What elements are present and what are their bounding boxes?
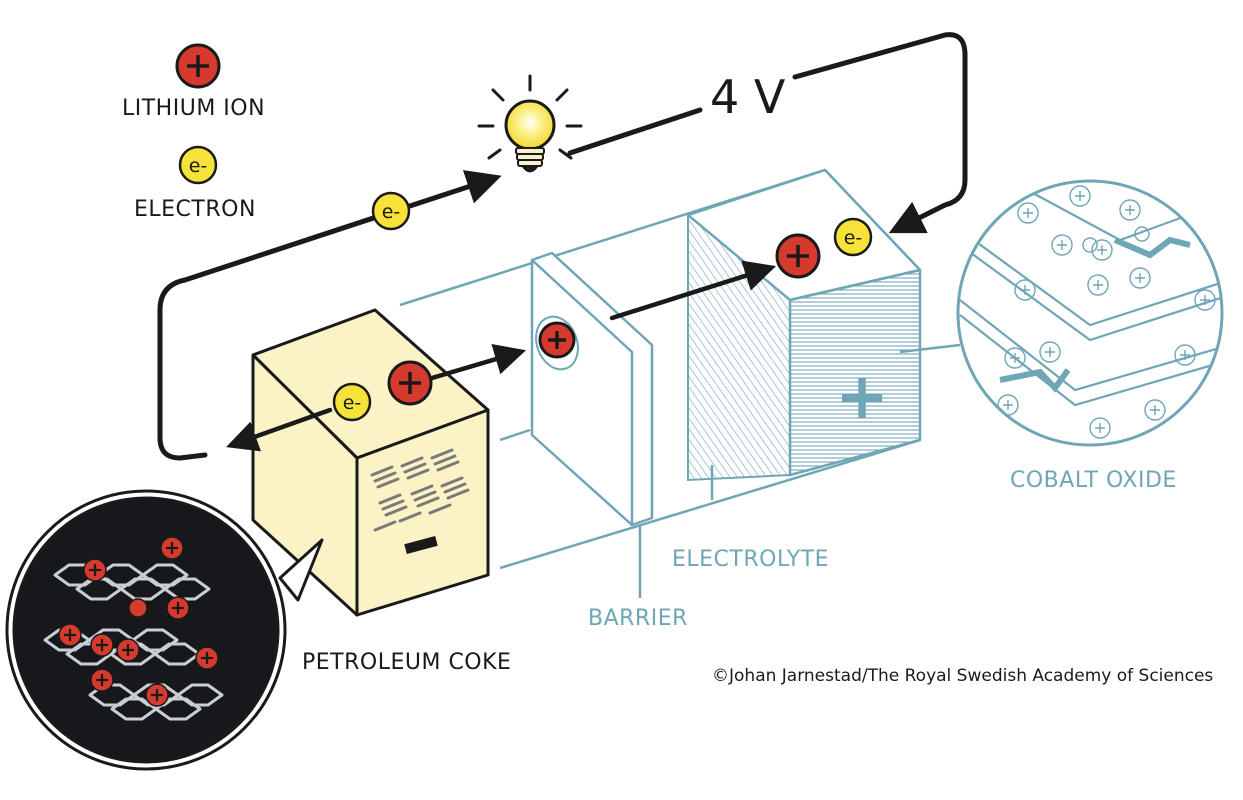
light-bulb-icon: [477, 74, 583, 173]
barrier-label: BARRIER: [588, 606, 688, 631]
barrier: [530, 251, 654, 598]
svg-text:e-: e-: [844, 227, 863, 249]
cathode-sign: +: [835, 360, 889, 434]
lithium-ion-icon: [538, 321, 576, 359]
electrolyte-label: ELECTROLYTE: [672, 547, 830, 572]
credit-text: ©Johan Jarnestad/The Royal Swedish Acade…: [712, 666, 1214, 686]
electron-icon: e-: [833, 217, 873, 257]
lithium-ion-icon: [775, 233, 821, 279]
legend-ion-label: LITHIUM ION: [122, 96, 266, 121]
svg-text:e-: e-: [189, 155, 208, 177]
voltage-label: 4 V: [710, 70, 786, 124]
cathode-inset: [899, 179, 1224, 447]
svg-text:e-: e-: [382, 201, 401, 223]
legend-electron-label: ELECTRON: [134, 197, 256, 222]
electron-icon: e-: [332, 382, 372, 422]
anode-block: [251, 308, 490, 617]
legend-electron-icon: e-: [178, 145, 218, 185]
legend-ion-icon: [175, 43, 221, 89]
svg-text:e-: e-: [343, 392, 362, 414]
lithium-ion-icon: [387, 360, 433, 406]
anode-label: PETROLEUM COKE: [302, 650, 512, 675]
flow-arrows: [226, 260, 777, 452]
cathode-label: COBALT OXIDE: [1010, 468, 1177, 493]
circuit-wire: [157, 32, 968, 461]
electron-icon: e-: [371, 191, 411, 231]
anode-inset: [5, 489, 324, 771]
